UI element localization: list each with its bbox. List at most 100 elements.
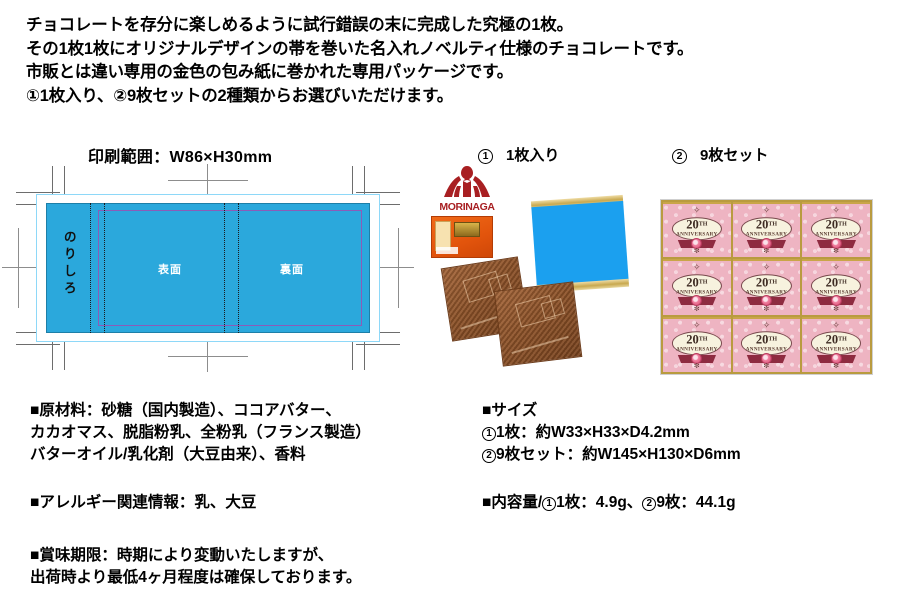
- crop-mark-tl-v2: [64, 166, 66, 210]
- rose-icon: [691, 237, 703, 249]
- wrapper-flourish-top-icon: ✧: [762, 205, 771, 215]
- wrapper-anniversary-text: ANNIVERSARY: [676, 346, 718, 353]
- ingredients-line-2: カカオマス、脱脂粉乳、全粉乳（フランス製造）: [30, 424, 371, 441]
- wrapper-flourish-top-icon: ✧: [762, 319, 771, 330]
- wrapper-flourish-top-icon: ✧: [693, 262, 701, 273]
- volume-heading: ■内容量/: [482, 494, 543, 511]
- wrapper-flourish-bottom-icon: ✼: [763, 248, 770, 256]
- wrapper-ribbon: [677, 237, 717, 250]
- fold-line-4: [238, 203, 239, 333]
- wrapper-anniversary-text: ANNIVERSARY: [745, 288, 788, 295]
- box-gold-emblem: [454, 222, 480, 237]
- wrapper-ribbon: [816, 295, 856, 307]
- wrapper-anniversary-number: 20TH: [755, 217, 778, 232]
- rose-icon: [830, 237, 842, 249]
- blue-band-face: [531, 200, 629, 288]
- print-area-diagram: のりしろ 表面 裏面: [2, 164, 414, 372]
- crop-mark-tl-v1: [52, 166, 54, 210]
- wrapper-flourish-top-icon: ✧: [832, 205, 840, 215]
- wrapper-anniversary-number: 20TH: [755, 332, 778, 347]
- nine-piece-title: 2 9枚セット: [672, 144, 768, 165]
- wrapper-ribbon: [677, 352, 717, 365]
- wrapper-ordinal-suffix: TH: [698, 278, 708, 285]
- ingredients-block: ■原材料：砂糖（国内製造）、ココアバター、 カカオマス、脱脂粉乳、全粉乳（フラン…: [30, 400, 371, 466]
- crop-mark-tr-v1: [352, 166, 354, 210]
- wrapper-anniversary-number: 20TH: [686, 274, 708, 289]
- chocolate-ridges-2: [493, 281, 583, 367]
- back-face-label: 裏面: [280, 264, 304, 276]
- print-range-rect: [98, 210, 362, 326]
- wrapper-flourish-bottom-icon: ✼: [833, 248, 840, 256]
- size-heading: ■サイズ: [482, 402, 538, 419]
- wrapper-ribbon: [747, 352, 786, 365]
- allergy-block: ■アレルギー関連情報：乳、大豆: [30, 492, 256, 514]
- reg-mark-bottom-v: [207, 338, 209, 372]
- rose-icon: [760, 295, 772, 307]
- wrapper-anniversary-text: ANNIVERSARY: [815, 288, 857, 295]
- morinaga-angel-icon: [439, 164, 495, 200]
- wrapper-ribbon: [747, 295, 786, 307]
- ingredients-line-3: バターオイル/乳化剤（大豆由来）、香料: [30, 446, 306, 463]
- size-nine-number: 2: [482, 449, 496, 463]
- rose-icon: [830, 352, 842, 364]
- wrapper-ribbon: [816, 237, 856, 250]
- reg-mark-right-h: [380, 267, 414, 269]
- option-number-2: 2: [672, 149, 687, 164]
- crop-mark-br-v2: [364, 326, 366, 370]
- wrapper-anniversary-number: 20TH: [755, 274, 778, 289]
- wrapper-ordinal-suffix: TH: [698, 221, 708, 228]
- option-number-1: 1: [478, 149, 493, 164]
- box-signature: [436, 247, 458, 254]
- morinaga-wordmark: MORINAGA: [439, 201, 495, 213]
- best-before-line-2: 出荷時より最低4ヶ月程度は確保しております。: [30, 569, 362, 586]
- print-area-title: 印刷範囲：W86×H30mm: [88, 149, 273, 166]
- wrapper-anniversary-number: 20TH: [825, 274, 847, 289]
- wrapper-ordinal-suffix: TH: [838, 278, 847, 285]
- crop-mark-br-v1: [352, 326, 354, 370]
- rose-icon: [691, 352, 703, 364]
- wrapper-anniversary-text: ANNIVERSARY: [815, 231, 857, 238]
- fold-line-1: [90, 203, 91, 333]
- wrapper-flourish-bottom-icon: ✼: [833, 362, 840, 370]
- wrapper-ordinal-suffix: TH: [838, 336, 847, 343]
- wrapper-flourish-bottom-icon: ✼: [693, 248, 700, 256]
- wrapper-flourish-bottom-icon: ✼: [693, 305, 700, 313]
- reg-mark-left-v: [18, 228, 20, 308]
- size-one-number: 1: [482, 427, 496, 441]
- rose-icon: [691, 295, 703, 307]
- wrapper-flourish-top-icon: ✧: [693, 319, 701, 330]
- crop-mark-tr-v2: [364, 166, 366, 210]
- chocolate-body-2: [493, 281, 583, 367]
- wrapper-anniversary-text: ANNIVERSARY: [745, 231, 788, 238]
- ingredients-line-1: ■原材料：砂糖（国内製造）、ココアバター、: [30, 402, 341, 419]
- wrapper-ordinal-suffix: TH: [768, 278, 778, 285]
- volume-nine-number: 2: [642, 497, 657, 511]
- one-piece-artwork: MORINAGA: [424, 164, 654, 384]
- wrapper-band: [46, 203, 370, 333]
- wrapper-ordinal-suffix: TH: [698, 336, 708, 343]
- nine-piece-label: 9枚セット: [700, 147, 769, 164]
- wrapper-flourish-bottom-icon: ✼: [763, 362, 770, 370]
- volume-one-number: 1: [542, 497, 557, 511]
- fold-line-3: [224, 203, 225, 333]
